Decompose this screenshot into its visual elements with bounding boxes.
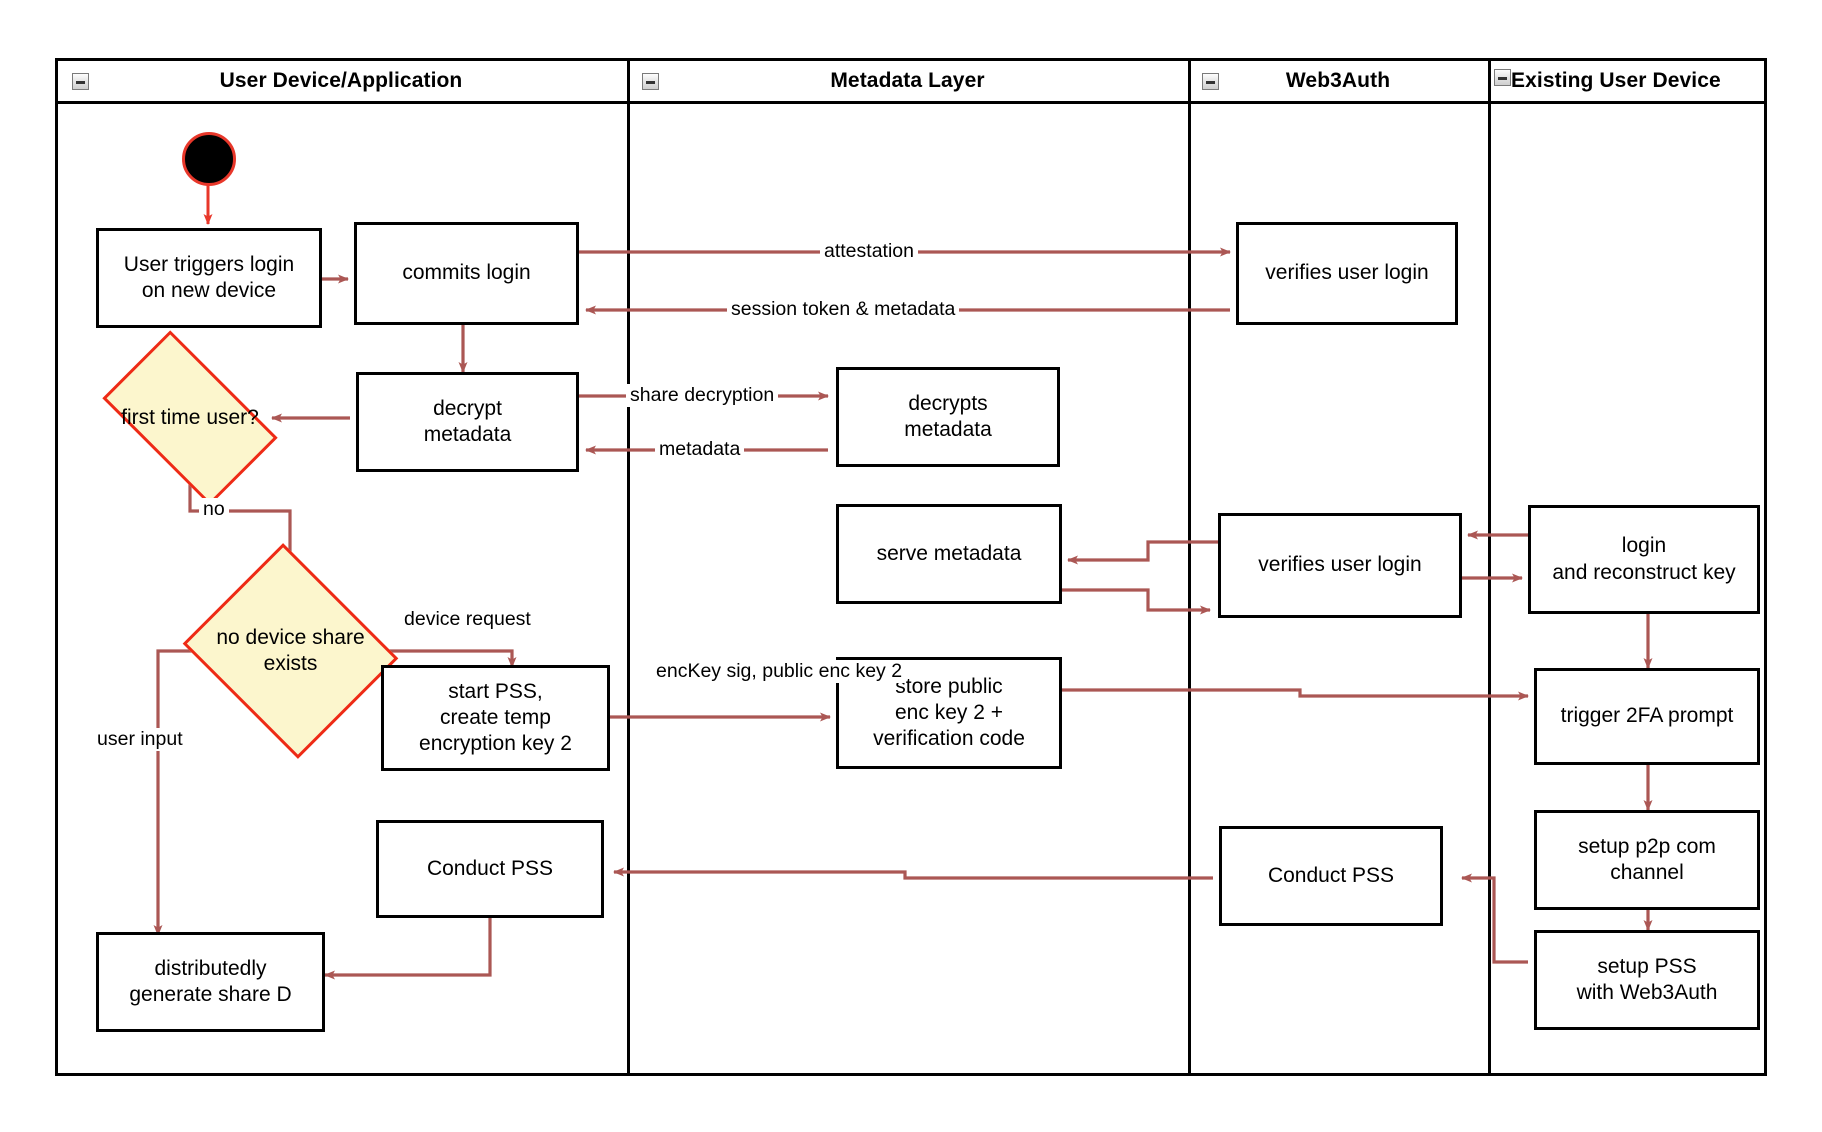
lane-title-user-device: User Device/Application: [219, 69, 463, 92]
node-line: verification code: [873, 727, 1025, 751]
node-line: no device: [216, 625, 307, 649]
collapse-icon[interactable]: [72, 73, 89, 90]
swimlane-frame: [55, 58, 1767, 1076]
node-login-and-reconstruct-key[interactable]: login and reconstruct key: [1528, 505, 1760, 614]
node-line: verifies user login: [1265, 261, 1429, 285]
node-distributedly-generate-share-d[interactable]: distributedly generate share D: [96, 932, 325, 1032]
node-line: setup PSS: [1597, 954, 1697, 978]
edge-label-device-request: device request: [400, 608, 535, 632]
node-user-triggers-login[interactable]: User triggers login on new device: [96, 228, 322, 328]
node-line: generate share D: [129, 983, 292, 1006]
node-line: trigger 2FA prompt: [1560, 704, 1734, 728]
edge-label-session-token: session token & metadata: [727, 298, 960, 322]
node-conduct-pss-user-device[interactable]: Conduct PSS: [376, 820, 604, 918]
node-line: User triggers login: [123, 252, 295, 276]
node-line: metadata: [423, 423, 512, 446]
node-start-pss[interactable]: start PSS, create temp encryption key 2: [381, 665, 610, 771]
lane-title-existing-user-device: Existing User Device: [1511, 69, 1721, 92]
node-commits-login[interactable]: commits login: [354, 222, 579, 325]
node-line: with Web3Auth: [1576, 981, 1718, 1004]
edge-label-share-decryption: share decryption: [626, 384, 779, 408]
decision-label: first time user?: [114, 370, 266, 466]
edge-label-attestation: attestation: [820, 240, 918, 264]
swimlane-header-row: [55, 58, 1767, 104]
collapse-icon[interactable]: [642, 73, 659, 90]
node-line: share exists: [263, 625, 365, 675]
node-line: create temp: [440, 705, 551, 729]
node-line: encryption key 2: [419, 732, 572, 756]
node-line: Conduct PSS: [426, 856, 554, 880]
node-line: metadata: [904, 418, 992, 441]
node-serve-metadata[interactable]: serve metadata: [836, 504, 1062, 604]
node-line: user?: [206, 405, 259, 429]
node-line: and reconstruct key: [1552, 560, 1736, 584]
edge-label-line: encKey sig,: [656, 660, 757, 682]
node-line: setup p2p com: [1578, 834, 1716, 858]
node-conduct-pss-web3auth[interactable]: Conduct PSS: [1219, 826, 1443, 926]
node-line: verifies user login: [1258, 553, 1422, 577]
node-line: store public: [895, 674, 1003, 698]
node-line: decrypt: [433, 396, 502, 420]
node-line: Conduct PSS: [1267, 863, 1395, 887]
lane-divider-3: [1488, 58, 1491, 1076]
edge-label-no: no: [199, 498, 229, 522]
node-line: first time: [121, 405, 201, 429]
edge-label-user-input: user input: [93, 728, 187, 752]
collapse-icon[interactable]: [1494, 69, 1511, 86]
lane-divider-2: [1188, 58, 1191, 1076]
node-verifies-user-login-2[interactable]: verifies user login: [1218, 513, 1462, 618]
node-line: decrypts: [908, 391, 988, 415]
node-line: commits login: [402, 261, 531, 285]
lane-divider-1: [627, 58, 630, 1076]
decision-first-time-user[interactable]: first time user?: [102, 330, 278, 506]
decision-no-device-share-exists[interactable]: no device share exists: [182, 543, 399, 759]
node-line: serve metadata: [876, 541, 1022, 565]
collapse-icon[interactable]: [1202, 73, 1219, 90]
lane-title-web3auth: Web3Auth: [1285, 69, 1391, 92]
edge-label-line: public enc key 2: [762, 660, 903, 682]
node-setup-pss-with-web3auth[interactable]: setup PSS with Web3Auth: [1534, 930, 1760, 1030]
node-line: enc key 2 +: [895, 700, 1003, 724]
node-line: start PSS,: [448, 679, 543, 703]
node-line: distributedly: [154, 956, 267, 980]
node-verifies-user-login-1[interactable]: verifies user login: [1236, 222, 1458, 325]
lane-title-metadata-layer: Metadata Layer: [830, 69, 985, 92]
start-node: [182, 132, 236, 186]
edge-label-metadata: metadata: [655, 438, 745, 462]
node-line: login: [1621, 534, 1667, 558]
node-decrypt-metadata[interactable]: decrypt metadata: [356, 372, 579, 472]
decision-label: no device share exists: [209, 580, 372, 722]
node-setup-p2p-com-channel[interactable]: setup p2p com channel: [1534, 810, 1760, 910]
node-trigger-2fa-prompt[interactable]: trigger 2FA prompt: [1534, 668, 1760, 765]
edge-label-enckey-sig: encKey sig, public enc key 2: [652, 660, 907, 684]
node-decrypts-metadata[interactable]: decrypts metadata: [836, 367, 1060, 467]
node-line: on new device: [141, 279, 277, 302]
node-line: channel: [1610, 861, 1684, 884]
